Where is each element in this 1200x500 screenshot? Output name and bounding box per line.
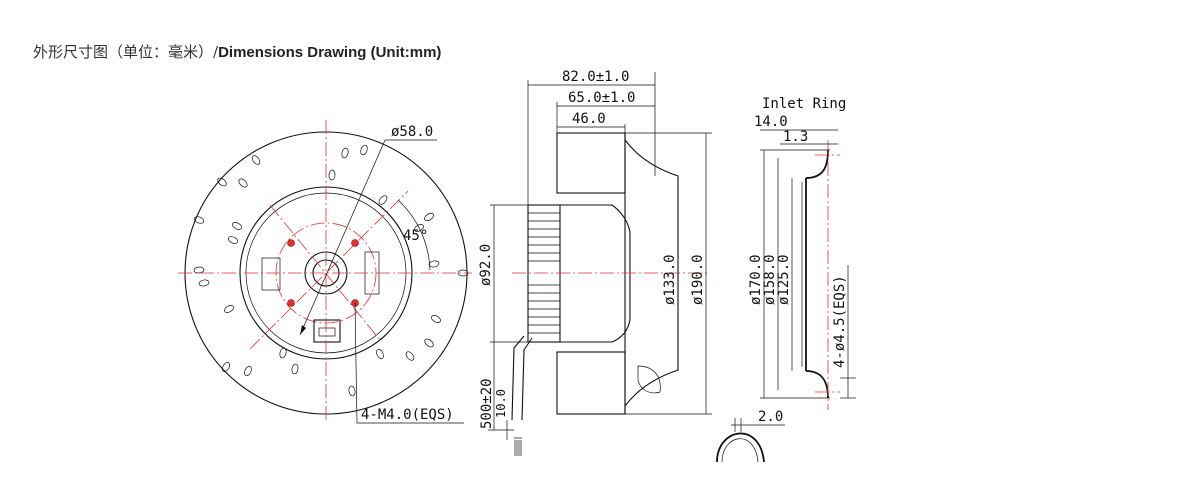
strip-length-label: 10.0: [494, 389, 508, 418]
blade-slot: [376, 348, 384, 360]
title-chinese: 外形尺寸图（单位：毫米）/: [33, 43, 219, 61]
ring-section-inner: [721, 438, 759, 463]
ring-depth-label: 14.0: [754, 114, 788, 130]
impeller-diameter-inner-label: ø133.0: [662, 254, 678, 305]
blade-slot: [378, 195, 388, 205]
blade-slot: [405, 351, 415, 361]
depth-65-label: 65.0±1.0: [568, 90, 635, 106]
blade-slot: [291, 363, 299, 375]
mount-hole: [351, 239, 359, 247]
rotor-ribs: [528, 212, 560, 334]
motor-rotor: [527, 204, 561, 343]
blade-slot: [251, 155, 261, 165]
drawing-title: 外形尺寸图（单位：毫米）/Dimensions Drawing (Unit:mm…: [33, 41, 441, 62]
cable-outline-1: [511, 335, 525, 421]
depth-46-label: 46.0: [572, 111, 606, 127]
ring-dia-mid-label: ø158.0: [762, 254, 778, 305]
impeller-bottom: [556, 351, 626, 415]
blade-slot: [424, 212, 434, 222]
ring-holes-label: 4-ø4.5(EQS): [832, 275, 848, 368]
lead-length-label: 500±20: [479, 378, 495, 429]
blade-slot: [341, 147, 349, 159]
hub-diameter-label: ø58.0: [391, 124, 433, 140]
blade-slot: [198, 279, 210, 287]
depth-82-label: 82.0±1.0: [562, 69, 629, 85]
impeller-top: [556, 132, 626, 194]
motor-housing: [560, 204, 631, 343]
diagonal-centerline: [249, 190, 409, 350]
inlet-ring-view: Inlet Ring 14.0 1.3 ø170.0 ø158.0 ø125.0…: [716, 96, 856, 463]
blade-slot: [360, 144, 368, 156]
ring-dia-outer-label: ø170.0: [748, 254, 764, 305]
ring-section: [716, 432, 765, 463]
label-plate: [261, 257, 281, 291]
side-view: 82.0±1.0 65.0±1.0 46.0 ø92.0 500±20 10.0…: [478, 69, 712, 456]
blade-slot: [232, 222, 242, 230]
blade-slot: [348, 385, 356, 397]
mount-hole: [287, 299, 295, 307]
impeller-diameter-outer-label: ø190.0: [690, 254, 706, 305]
angle-label: 45°: [403, 228, 428, 244]
cable-exit: [313, 319, 341, 343]
mount-hole: [287, 239, 295, 247]
arrowhead: [300, 325, 306, 335]
inlet-ring-title: Inlet Ring: [762, 96, 846, 112]
mount-holes-label: 4-M4.0(EQS): [361, 407, 454, 423]
blade-slot: [193, 216, 205, 224]
blade-slot: [428, 260, 440, 268]
blade-slot: [227, 236, 239, 244]
ring-bottom-lip: [805, 370, 829, 399]
ring-dia-inner-label: ø125.0: [776, 254, 792, 305]
hub-diameter-leader: [299, 139, 386, 336]
blade-slot: [279, 347, 287, 359]
blade-slot: [328, 169, 336, 181]
front-view: ø58.0 45° 4-M4.0(EQS): [178, 120, 472, 424]
blade-slot: [424, 338, 434, 348]
ring-thickness-label: 2.0: [758, 409, 783, 425]
blade-slot: [431, 315, 441, 323]
mount-holes-leader: [354, 302, 464, 424]
diagonal-centerline-2: [269, 204, 381, 341]
blade-end: [637, 365, 661, 394]
angle-arc: [397, 199, 431, 271]
cable-exit-inner: [318, 327, 336, 337]
blade-slot: [193, 266, 205, 274]
blade-slots: [193, 144, 469, 397]
blade-slot: [224, 305, 234, 313]
blade-slot: [217, 177, 227, 187]
ring-lip-label: 1.3: [783, 129, 808, 145]
cable-outline-2: [521, 337, 533, 421]
blade-slot: [222, 362, 230, 372]
motor-diameter-label: ø92.0: [478, 244, 494, 286]
title-english: Dimensions Drawing (Unit:mm): [218, 44, 442, 61]
blade-slot: [238, 178, 248, 188]
ring-top-lip: [805, 149, 829, 179]
blade-slot: [244, 365, 252, 377]
